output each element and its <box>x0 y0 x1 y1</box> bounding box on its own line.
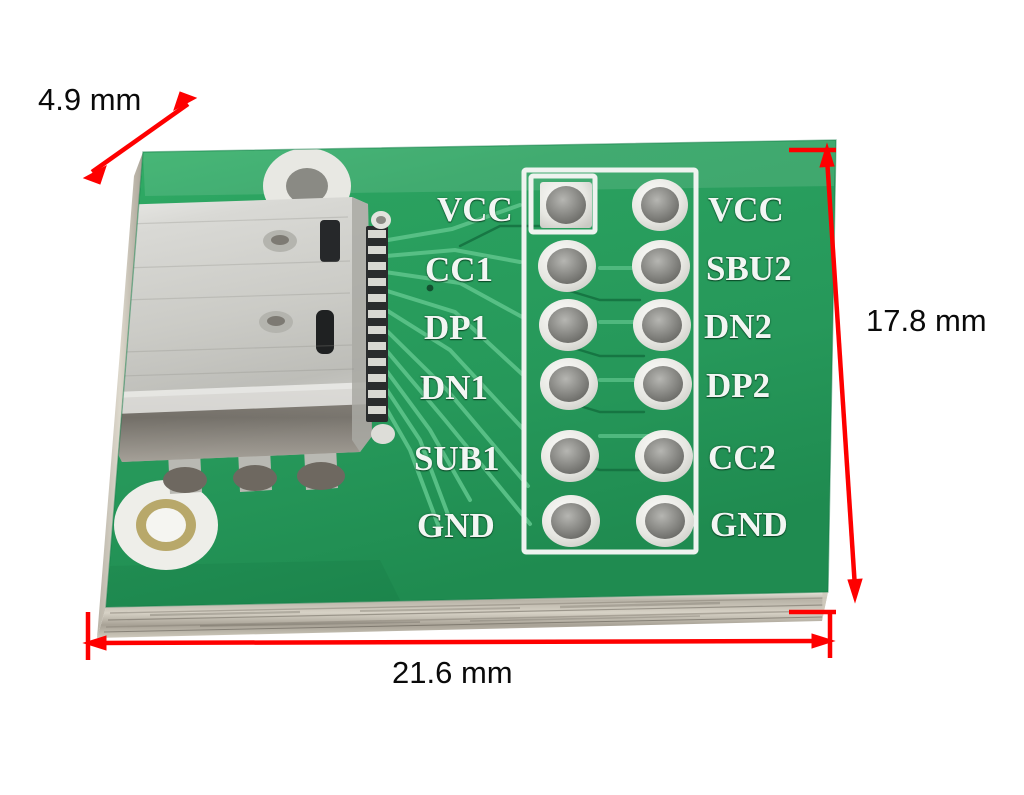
dimension-arrow-height <box>789 142 863 615</box>
pcb-traces <box>376 203 650 532</box>
connector-shield <box>112 197 372 462</box>
dimension-label-height: 17.8 mm <box>866 303 987 338</box>
board-bottom-edge <box>97 592 828 638</box>
pin-label-left-1: VCC <box>437 190 513 229</box>
pin1-square-marker <box>528 173 598 235</box>
board-edge-texture <box>103 597 827 633</box>
dimension-label-width: 21.6 mm <box>392 655 513 690</box>
pin-label-left-5: SUB1 <box>414 439 500 478</box>
pin-label-right-2: SBU2 <box>706 249 792 288</box>
board-left-edge <box>97 152 143 638</box>
shield-brush-texture <box>120 216 355 377</box>
connector-dimples <box>259 230 297 333</box>
header-pads <box>538 179 694 547</box>
pin-label-left-2: CC1 <box>425 250 494 289</box>
header-silkscreen-outline <box>521 167 699 555</box>
pin-label-right-4: DP2 <box>706 366 771 405</box>
usb-c-connector <box>112 197 395 494</box>
mounting-hole-bottom <box>114 480 218 570</box>
pin-label-left-3: DP1 <box>424 308 489 347</box>
dimension-label-thickness: 4.9 mm <box>38 82 142 117</box>
pin-label-right-6: GND <box>710 505 788 544</box>
pin-label-left-6: GND <box>417 506 495 545</box>
connector-latches <box>316 220 340 354</box>
board-shadow <box>106 560 400 607</box>
pin-label-right-3: DN2 <box>704 307 773 346</box>
connector-pins <box>366 211 395 444</box>
pin-label-right-5: CC2 <box>708 438 777 477</box>
dimension-arrow-width <box>82 610 836 660</box>
board-right-edge <box>822 140 836 621</box>
board-gloss <box>143 140 836 196</box>
connector-solder-tabs <box>163 446 345 494</box>
pin-label-left-4: DN1 <box>420 368 489 407</box>
mounting-hole-top <box>263 148 351 224</box>
pin-label-right-1: VCC <box>708 190 784 229</box>
